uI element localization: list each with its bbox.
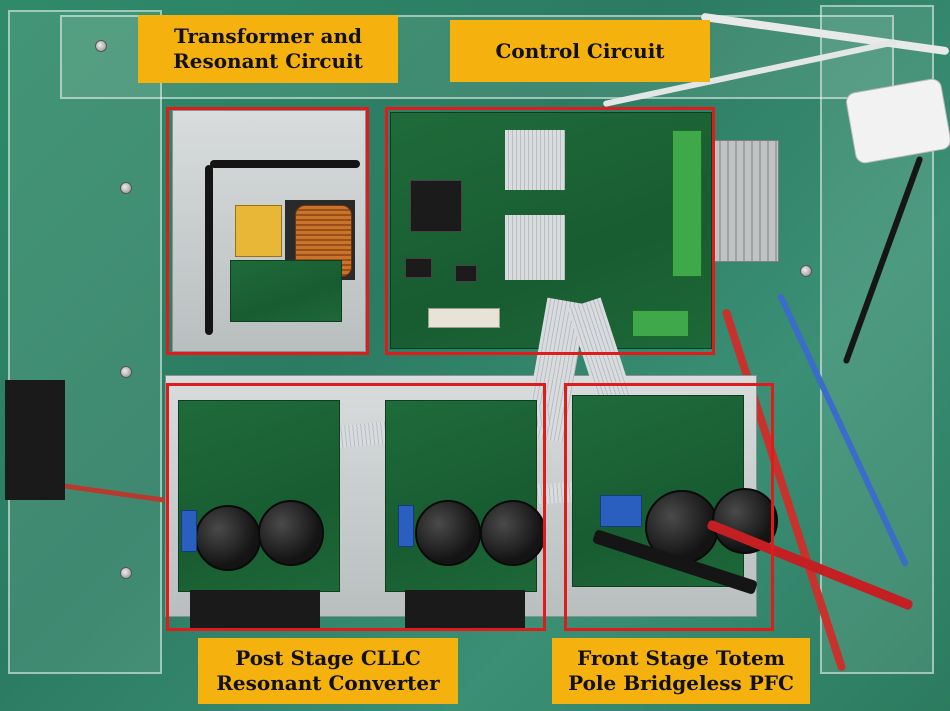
front-stage-label: Front Stage Totem Pole Bridgeless PFC	[552, 638, 810, 704]
control-circuit-highlight-box	[385, 107, 715, 355]
transformer-label-line2: Resonant Circuit	[173, 49, 363, 73]
transformer-label: Transformer and Resonant Circuit	[138, 15, 398, 83]
film-capacitor	[398, 505, 414, 547]
post-stage-label-line1: Post Stage CLLC	[235, 646, 421, 670]
cable-black	[210, 160, 360, 168]
transformer-highlight-box	[166, 107, 369, 355]
power-strip	[844, 77, 950, 165]
screw	[95, 40, 107, 52]
post-stage-highlight-box	[166, 383, 546, 631]
terminal-block	[632, 310, 689, 337]
acrylic-enclosure-left	[8, 10, 162, 674]
dark-device	[5, 380, 65, 500]
cooling-fan	[190, 590, 320, 630]
cooling-fan	[405, 590, 525, 630]
resonant-capacitor-board	[230, 260, 342, 322]
post-stage-label-line2: Resonant Converter	[216, 671, 440, 695]
control-circuit-label-text: Control Circuit	[495, 38, 665, 63]
transformer-bobbin	[235, 205, 282, 257]
dc-link-capacitor	[258, 500, 324, 566]
power-supply-module	[712, 140, 779, 262]
front-stage-label-line1: Front Stage Totem	[577, 646, 785, 670]
film-capacitor	[600, 495, 642, 527]
dc-link-capacitor	[480, 500, 546, 566]
screw	[120, 366, 132, 378]
terminal-block	[672, 130, 702, 277]
ic-chip	[455, 265, 477, 282]
cable-black	[205, 165, 213, 335]
control-circuit-label: Control Circuit	[450, 20, 710, 82]
ribbon-connector	[505, 130, 565, 190]
film-capacitor	[181, 510, 197, 552]
screw	[120, 182, 132, 194]
screw	[800, 265, 812, 277]
front-stage-label-line2: Pole Bridgeless PFC	[568, 671, 794, 695]
dc-link-capacitor	[415, 500, 481, 566]
transformer-label-line1: Transformer and	[173, 24, 363, 48]
screw	[120, 567, 132, 579]
ic-chip	[405, 258, 432, 278]
dsp-chip	[410, 180, 462, 232]
front-stage-highlight-box	[564, 383, 774, 631]
ribbon-connector	[505, 215, 565, 280]
db-connector	[428, 308, 500, 328]
post-stage-label: Post Stage CLLC Resonant Converter	[198, 638, 458, 704]
